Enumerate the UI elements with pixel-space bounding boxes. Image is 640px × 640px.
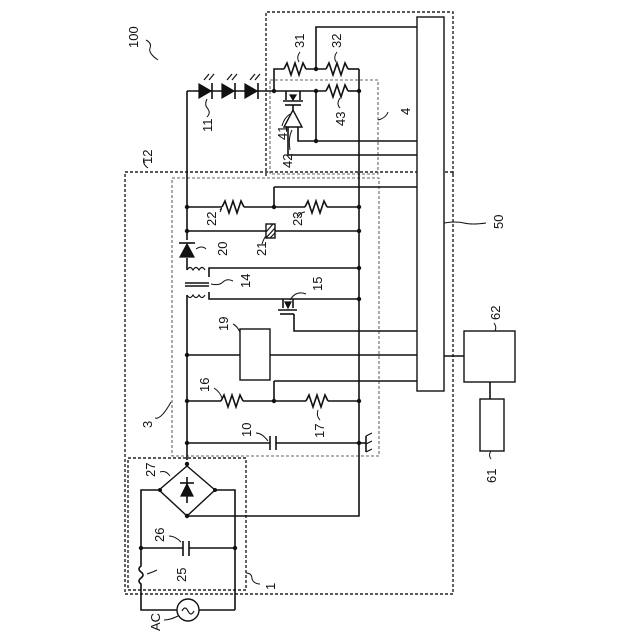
label-15: 15 — [310, 277, 325, 291]
resistor-31 — [284, 63, 306, 75]
label-62: 62 — [488, 306, 503, 320]
leader-100 — [146, 40, 158, 60]
label-14: 14 — [238, 274, 253, 288]
resistor-32 — [326, 63, 348, 75]
leader-3 — [155, 402, 171, 418]
resistor-43 — [326, 85, 348, 97]
leader-16 — [214, 388, 222, 398]
resistor-16 — [221, 395, 243, 407]
diode-20 — [179, 243, 195, 257]
device-61-box — [480, 399, 504, 451]
label-61: 61 — [484, 469, 499, 483]
label-12: 12 — [140, 150, 155, 164]
label-32: 32 — [329, 34, 344, 48]
leader-10 — [256, 433, 268, 441]
capacitor-10 — [270, 436, 276, 450]
wire-15-gate — [294, 314, 417, 331]
leader-62 — [494, 323, 496, 331]
leader-AC — [164, 616, 178, 620]
leader-25 — [147, 570, 157, 574]
leader-61 — [490, 451, 492, 459]
leader-22 — [220, 208, 222, 212]
label-16: 16 — [197, 378, 212, 392]
resistor-17 — [306, 395, 328, 407]
node-10-left — [185, 441, 189, 445]
leader-14 — [211, 280, 233, 285]
leader-26 — [169, 536, 181, 542]
capacitor-21 — [266, 224, 275, 238]
label-20: 20 — [215, 242, 230, 256]
switch-15 — [278, 299, 297, 314]
leader-11 — [206, 99, 210, 117]
label-10: 10 — [239, 423, 254, 437]
transistor-41 — [283, 91, 303, 110]
label-21: 21 — [254, 242, 269, 256]
led-1 — [199, 74, 214, 99]
label-43: 43 — [333, 112, 348, 126]
label-3: 3 — [140, 421, 155, 428]
leader-50 — [444, 222, 486, 224]
label-50: 50 — [491, 215, 506, 229]
label-41: 41 — [275, 126, 290, 140]
transformer-14 — [185, 268, 209, 298]
inductor-25 — [139, 548, 177, 610]
label-1: 1 — [263, 583, 278, 590]
led-2 — [222, 74, 237, 99]
leader-17 — [317, 410, 320, 420]
leader-43 — [338, 98, 340, 108]
leader-1 — [246, 573, 260, 584]
label-25: 25 — [174, 568, 189, 582]
label-11: 11 — [200, 119, 215, 133]
device-62-box — [464, 331, 515, 382]
node-17-rail — [357, 399, 361, 403]
ground-icon — [359, 433, 372, 452]
leader-27 — [160, 472, 170, 477]
resistor-22 — [222, 201, 244, 213]
node-26-right — [233, 546, 237, 550]
block-12-boundary — [125, 172, 453, 594]
label-17: 17 — [312, 424, 327, 438]
wire-14-bottom — [209, 292, 359, 299]
node-bridge-top — [185, 462, 189, 466]
node-21-rail — [357, 229, 361, 233]
node-14-top — [357, 266, 361, 270]
leader-31 — [298, 52, 300, 62]
node-16-left — [185, 399, 189, 403]
node-19-left — [185, 353, 189, 357]
resistor-23 — [305, 201, 327, 213]
leader-20 — [196, 247, 206, 249]
label-23: 23 — [290, 212, 305, 226]
label-27: 27 — [143, 463, 158, 477]
label-22: 22 — [204, 212, 219, 226]
label-26: 26 — [152, 528, 167, 542]
opamp-42 — [284, 110, 302, 127]
leader-32 — [335, 52, 337, 62]
node-14-bottom — [357, 297, 361, 301]
leader-4 — [378, 112, 388, 120]
label-100: 100 — [126, 26, 141, 48]
node-22-left — [185, 205, 189, 209]
node-16-17 — [272, 399, 276, 403]
ac-source-icon — [177, 599, 199, 621]
label-31: 31 — [292, 34, 307, 48]
node-21-left — [185, 229, 189, 233]
bus-50 — [417, 17, 444, 391]
label-42: 42 — [280, 154, 295, 168]
label-4: 4 — [398, 108, 413, 115]
controller-19 — [240, 329, 270, 380]
capacitor-26 — [183, 541, 189, 556]
wire-14-top — [209, 268, 359, 277]
leader-19 — [233, 324, 240, 332]
led-3 — [245, 74, 260, 99]
node-43-rail — [357, 89, 361, 93]
node-22-23 — [272, 205, 276, 209]
node-23-rail — [357, 205, 361, 209]
label-AC: AC — [148, 613, 163, 631]
wire-bridge-right — [215, 490, 235, 610]
label-19: 19 — [216, 317, 231, 331]
